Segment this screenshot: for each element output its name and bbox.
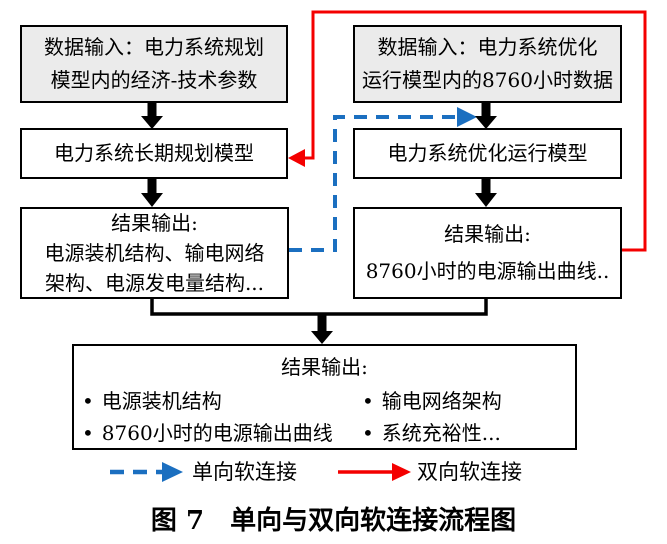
legend-one-way-arrowhead-icon	[162, 462, 183, 482]
list-item-label: 8760小时的电源输出曲线	[101, 421, 333, 445]
box-text-line: 数据输入：电力系统规划	[44, 35, 264, 59]
box-optimal-operation-model: 电力系统优化运行模型	[353, 128, 622, 179]
arrow-stem	[147, 179, 157, 194]
box-long-term-planning-model: 电力系统长期规划模型	[20, 128, 288, 179]
box-text-line: 模型内的经济-技术参数	[50, 68, 258, 92]
down-arrow-icon	[311, 331, 333, 344]
arrow-stem	[481, 179, 491, 194]
down-arrow-icon	[141, 193, 163, 207]
two-way-link-arrowhead-icon	[288, 149, 305, 167]
box-text-line: 8760小时的电源输出曲线..	[365, 259, 610, 283]
down-arrow-icon	[475, 193, 497, 207]
box-text-line: 电源装机结构、输电网络	[44, 241, 265, 265]
box-text-line: 结果输出:	[444, 222, 531, 246]
arrow-stem	[481, 102, 491, 117]
list-item-label: 电源装机结构	[101, 389, 222, 413]
bullet-icon: •	[82, 421, 94, 445]
box-text-line: 数据输入：电力系统优化	[377, 35, 598, 59]
legend-one-way-label: 单向软连接	[192, 460, 297, 484]
list-item-label: 输电网络架构	[381, 389, 502, 413]
bullet-icon: •	[362, 389, 374, 413]
bullet-icon: •	[82, 389, 94, 413]
legend-two-way-label: 双向软连接	[417, 460, 522, 484]
bullet-icon: •	[362, 421, 374, 445]
list-item: • 输电网络架构	[362, 386, 502, 416]
box-result-combined: 结果输出: • 电源装机结构 • 8760小时的电源输出曲线 • 输电网络架构 • 系统…	[72, 344, 577, 450]
box-result-operation: 结果输出: 8760小时的电源输出曲线..	[353, 207, 622, 299]
list-item-label: 系统充裕性...	[381, 421, 501, 445]
list-item: • 8760小时的电源输出曲线	[82, 418, 333, 448]
list-item: • 电源装机结构	[82, 386, 222, 416]
arrow-stem	[317, 314, 327, 331]
figure-caption: 图 7 单向与双向软连接流程图	[150, 506, 517, 536]
box-data-input-operation: 数据输入：电力系统优化 运行模型内的8760小时数据	[353, 25, 622, 103]
arrow-stem	[147, 102, 157, 117]
box-text-line: 电力系统长期规划模型	[54, 141, 254, 165]
list-item: • 系统充裕性...	[362, 418, 501, 448]
box-text-line: 结果输出:	[111, 211, 198, 235]
box-text-line: 电力系统优化运行模型	[387, 141, 588, 165]
one-way-link-arrowhead-icon	[457, 107, 477, 127]
combined-result-title: 结果输出:	[281, 355, 368, 379]
merge-connector-line	[150, 298, 488, 316]
box-data-input-planning: 数据输入：电力系统规划 模型内的经济-技术参数	[20, 25, 288, 103]
box-text-line: 运行模型内的8760小时数据	[362, 68, 613, 92]
box-text-line: 架构、电源发电量结构...	[44, 271, 265, 295]
legend-two-way-arrowhead-icon	[392, 463, 411, 481]
box-result-planning: 结果输出: 电源装机结构、输电网络 架构、电源发电量结构...	[20, 207, 289, 299]
